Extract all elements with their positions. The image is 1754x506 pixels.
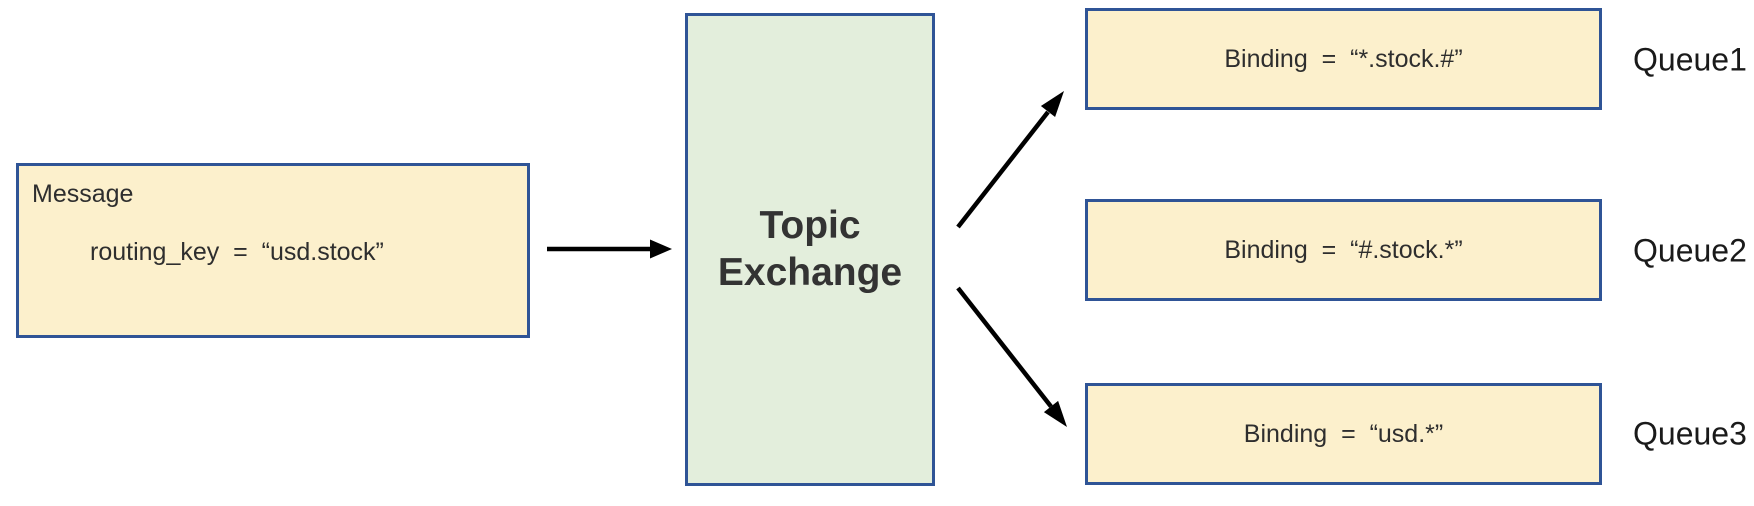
message-box-title: Message xyxy=(32,180,134,208)
binding-text-queue2: Binding = “#.stock.*” xyxy=(1224,235,1463,264)
topic-exchange-box: Topic Exchange xyxy=(685,13,935,486)
arrow-exchange-to-queue1 xyxy=(956,91,1064,229)
binding-text-queue1: Binding = “*.stock.#” xyxy=(1224,44,1463,73)
queue1-label: Queue1 xyxy=(1633,41,1747,78)
topic-exchange-label-line2: Exchange xyxy=(717,250,903,294)
binding-text-queue3: Binding = “usd.*” xyxy=(1243,419,1444,448)
queue2-label: Queue2 xyxy=(1633,232,1747,269)
queue3-label: Queue3 xyxy=(1633,415,1747,452)
message-box: Message routing_key = “usd.stock” xyxy=(16,163,530,338)
binding-box-queue3: Binding = “usd.*” xyxy=(1085,383,1602,485)
binding-box-queue1: Binding = “*.stock.#” xyxy=(1085,8,1602,110)
topic-exchange-label: Topic Exchange xyxy=(718,203,902,295)
binding-box-queue2: Binding = “#.stock.*” xyxy=(1085,199,1602,301)
arrow-exchange-to-queue3 xyxy=(956,286,1067,427)
arrow-message-to-exchange xyxy=(547,239,672,259)
topic-exchange-label-line1: Topic xyxy=(759,204,861,248)
message-routing-key: routing_key = “usd.stock” xyxy=(90,238,384,266)
